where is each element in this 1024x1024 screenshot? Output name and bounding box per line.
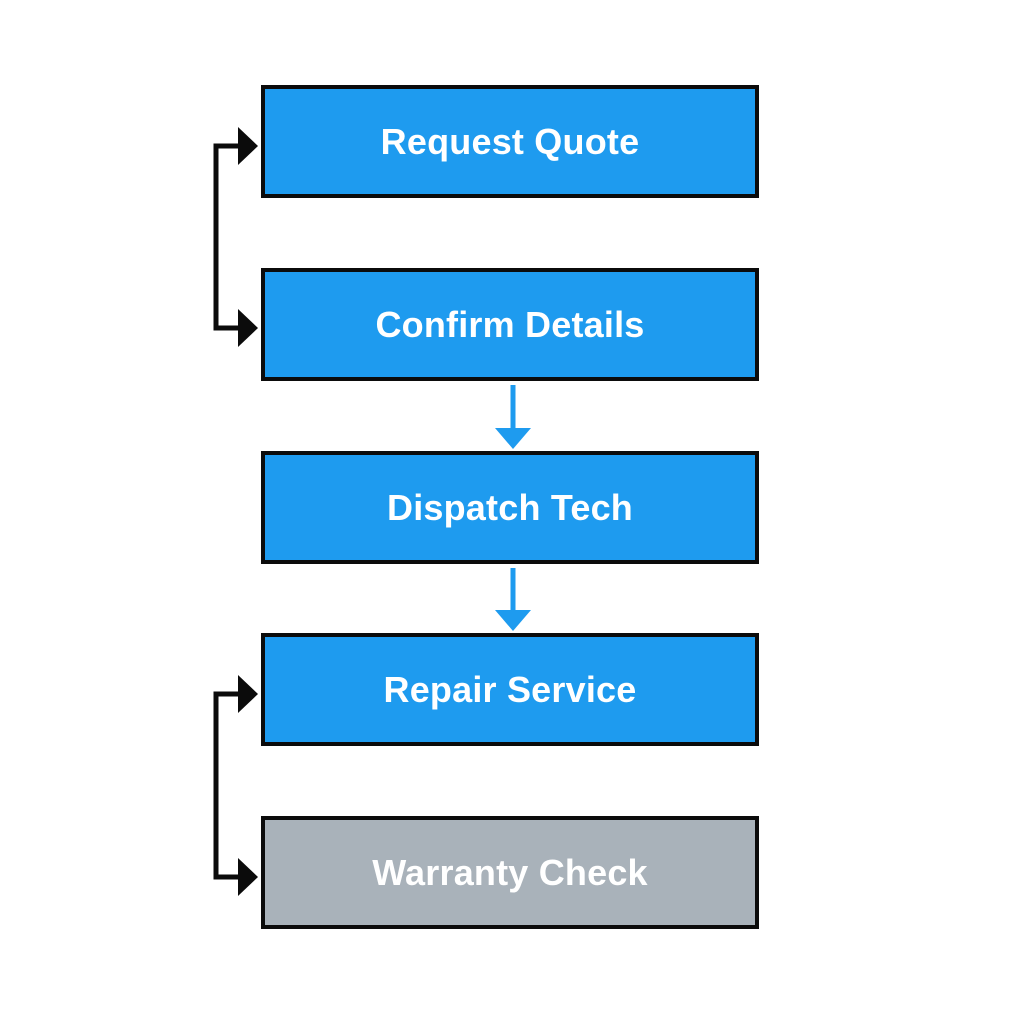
step-confirm-details: Confirm Details bbox=[261, 268, 759, 381]
bracket-line-2 bbox=[213, 691, 246, 880]
step-dispatch-tech: Dispatch Tech bbox=[261, 451, 759, 564]
step-warranty-check: Warranty Check bbox=[261, 816, 759, 929]
step-repair-service: Repair Service bbox=[261, 633, 759, 746]
step-label: Warranty Check bbox=[372, 851, 648, 893]
step-label: Dispatch Tech bbox=[387, 486, 633, 528]
step-label: Repair Service bbox=[383, 668, 637, 710]
step-label: Request Quote bbox=[380, 120, 640, 162]
arrow-down-icon bbox=[495, 610, 531, 631]
flow-arrow-1 bbox=[495, 385, 531, 449]
bracket-line-1 bbox=[213, 143, 246, 331]
step-request-quote: Request Quote bbox=[261, 85, 759, 198]
bracket-connector-2 bbox=[213, 675, 258, 896]
arrowhead-icon bbox=[238, 858, 258, 896]
flow-arrow-2 bbox=[495, 568, 531, 631]
step-label: Confirm Details bbox=[375, 303, 645, 345]
arrow-down-icon bbox=[495, 428, 531, 449]
arrowhead-icon bbox=[238, 127, 258, 165]
arrowhead-icon bbox=[238, 309, 258, 347]
arrowhead-icon bbox=[238, 675, 258, 713]
bracket-connector-1 bbox=[213, 127, 258, 347]
